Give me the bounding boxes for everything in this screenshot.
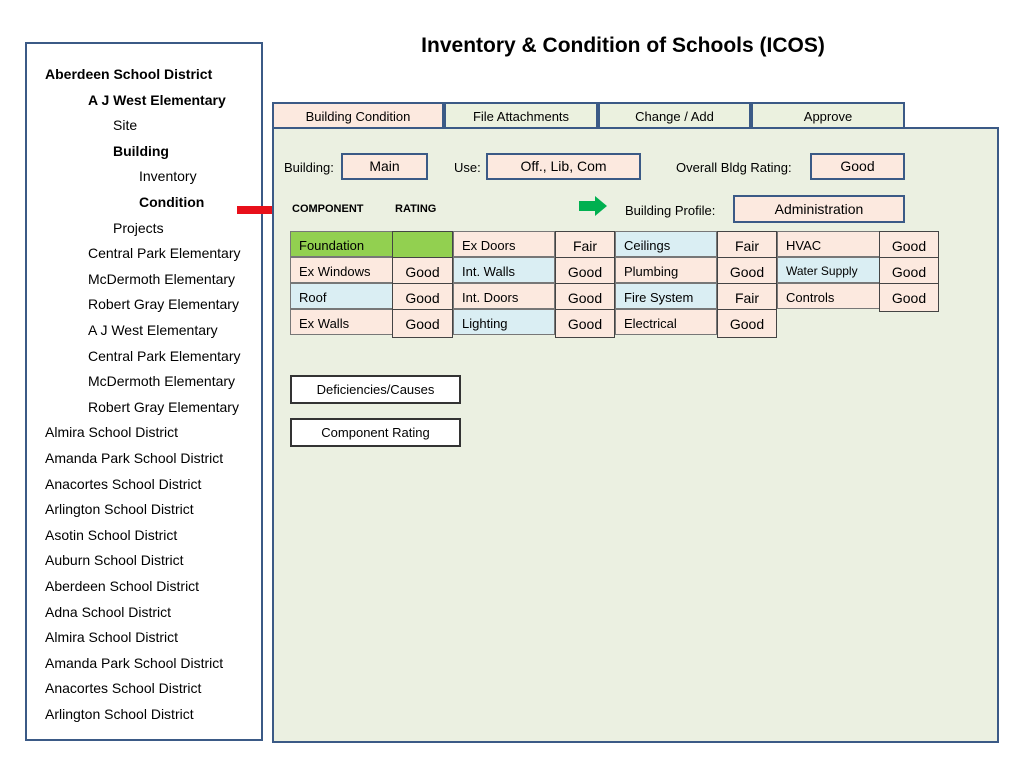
green-arrow-icon [579, 196, 607, 216]
tab-change-add[interactable]: Change / Add [598, 102, 751, 128]
sidebar-tree-item[interactable]: Inventory [139, 168, 197, 185]
component-cell[interactable]: Roof [290, 283, 393, 309]
sidebar-tree-item[interactable]: Arlington School District [45, 706, 194, 722]
rating-cell[interactable]: Good [717, 309, 777, 338]
component-cell[interactable]: Plumbing [615, 257, 717, 283]
sidebar-tree-item[interactable]: Projects [113, 219, 164, 236]
rating-cell[interactable] [392, 231, 453, 260]
rating-cell[interactable]: Good [879, 283, 939, 312]
sidebar-tree-item[interactable]: Anacortes School District [45, 680, 202, 697]
tab-approve[interactable]: Approve [751, 102, 905, 128]
rating-cell[interactable]: Good [392, 257, 453, 286]
rating-cell[interactable]: Fair [717, 231, 777, 260]
rating-cell[interactable]: Good [392, 283, 453, 312]
component-cell[interactable]: Int. Walls [453, 257, 555, 283]
school-tree-sidebar: Aberdeen School District A J West Element… [25, 42, 263, 741]
sidebar-tree-item[interactable]: Almira School District [45, 424, 179, 441]
sidebar-tree-item[interactable]: Condition [139, 194, 205, 210]
component-cell[interactable]: Ceilings [615, 231, 717, 257]
overall-rating-label: Overall Bldg Rating: [676, 160, 792, 175]
sidebar-tree-item[interactable]: Aberdeen School District [45, 578, 200, 594]
sidebar-tree-item[interactable]: Auburn School District [45, 552, 184, 569]
rating-cell[interactable]: Good [717, 257, 777, 286]
component-cell[interactable]: Int. Doors [453, 283, 555, 309]
overall-rating-field[interactable]: Good [810, 153, 905, 180]
building-label: Building: [284, 160, 334, 175]
sidebar-tree-item[interactable]: Central Park Elementary [88, 347, 241, 364]
rating-cell[interactable]: Good [392, 309, 453, 338]
rating-cell[interactable]: Fair [555, 231, 615, 260]
component-cell[interactable]: Ex Walls [290, 309, 393, 335]
sidebar-tree-item[interactable]: Robert Gray Elementary [88, 296, 239, 313]
rating-cell[interactable]: Good [555, 309, 615, 338]
component-cell[interactable]: Ex Doors [453, 231, 555, 257]
component-cell[interactable]: Ex Windows [290, 257, 393, 283]
sidebar-tree-item[interactable]: Adna School District [45, 603, 172, 620]
rating-cell[interactable]: Good [555, 257, 615, 286]
use-field[interactable]: Off., Lib, Com [486, 153, 641, 180]
building-profile-field[interactable]: Administration [733, 195, 905, 223]
component-cell[interactable]: HVAC [777, 231, 880, 257]
component-cell[interactable]: Water Supply [777, 257, 880, 283]
page-title: Inventory & Condition of Schools (ICOS) [421, 34, 825, 57]
sidebar-tree-item[interactable]: A J West Elementary [88, 322, 218, 338]
component-cell[interactable]: Lighting [453, 309, 555, 335]
rating-cell[interactable]: Good [879, 231, 939, 260]
sidebar-tree-item[interactable]: Amanda Park School District [45, 450, 224, 466]
tab-building-condition[interactable]: Building Condition [272, 102, 444, 128]
rating-cell[interactable]: Good [555, 283, 615, 312]
sidebar-tree-item[interactable]: Site [113, 117, 138, 134]
sidebar-tree-item[interactable]: Almira School District [45, 629, 179, 646]
sidebar-tree-item[interactable]: Anacortes School District [45, 475, 202, 492]
building-profile-label: Building Profile: [625, 203, 716, 218]
rating-cell[interactable]: Good [879, 257, 939, 286]
rating-cell[interactable]: Fair [717, 283, 777, 312]
sidebar-tree-item[interactable]: Amanda Park School District [45, 654, 224, 671]
sidebar-tree-item[interactable]: McDermoth Elementary [88, 270, 236, 287]
sidebar-tree-item[interactable]: Asotin School District [45, 526, 178, 543]
sidebar-tree-item[interactable]: A J West Elementary [88, 91, 226, 108]
rating-header: RATING [395, 203, 437, 215]
component-cell[interactable]: Controls [777, 283, 880, 309]
component-cell[interactable]: Fire System [615, 283, 717, 309]
sidebar-tree-item[interactable]: Building [113, 142, 169, 159]
component-cell[interactable]: Foundation [290, 231, 393, 257]
sidebar-tree-item[interactable]: McDermoth Elementary [88, 373, 236, 390]
tab-file-attachments[interactable]: File Attachments [444, 102, 598, 128]
component-rating-button[interactable]: Component Rating [290, 418, 461, 447]
building-field[interactable]: Main [341, 153, 428, 180]
component-cell[interactable]: Electrical [615, 309, 717, 335]
use-label: Use: [454, 160, 481, 175]
deficiencies-causes-button[interactable]: Deficiencies/Causes [290, 375, 461, 404]
component-header: COMPONENT [292, 203, 364, 215]
sidebar-tree-item[interactable]: Arlington School District [45, 501, 194, 518]
sidebar-tree-item[interactable]: Aberdeen School District [45, 66, 213, 82]
sidebar-tree-item[interactable]: Central Park Elementary [88, 245, 241, 262]
sidebar-tree-item[interactable]: Robert Gray Elementary [88, 398, 239, 415]
